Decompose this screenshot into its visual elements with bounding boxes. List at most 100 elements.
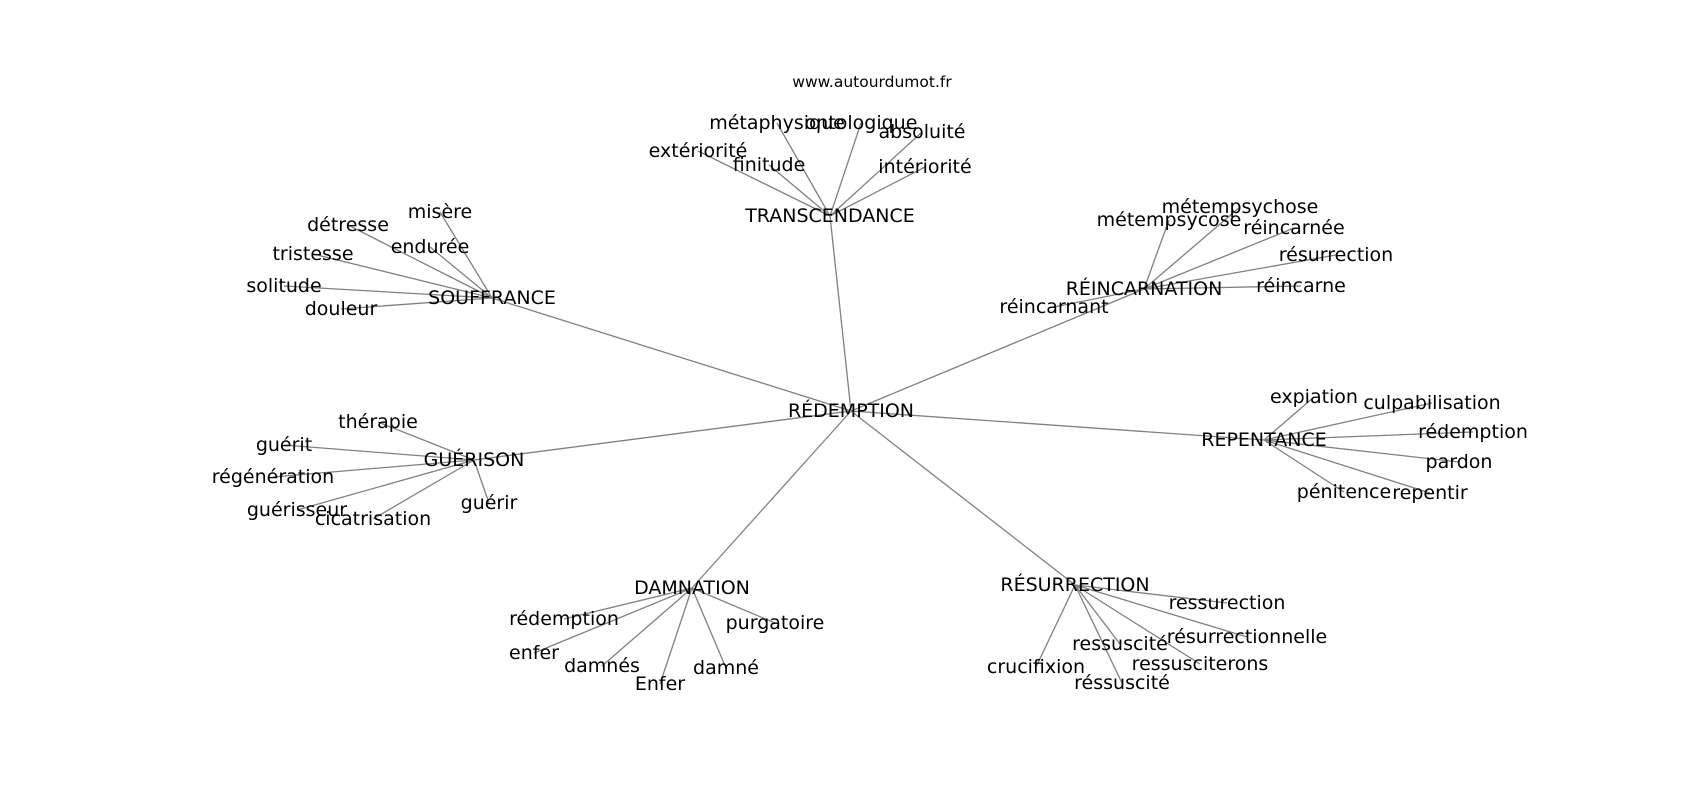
source-watermark: www.autourdumot.fr [792,73,952,91]
edge-transcendance-word [829,122,862,217]
edge-souffrance-word [283,285,493,299]
edge-resurrection-word [1074,584,1248,638]
word-node: pénitence [1297,481,1391,503]
edge-guerison-word [372,459,475,520]
word-node: pardon [1426,451,1493,473]
word-node: crucifixion [987,656,1085,678]
word-node: cicatrisation [315,508,431,530]
word-node: solitude [246,275,321,297]
edge-transcendance-word [768,164,831,217]
graph-labels: www.autourdumot.fr métaphysiqueontologiq… [212,73,1528,695]
edge-guerison-word [283,444,475,461]
edge-repentance-word [1263,402,1433,441]
word-node: métempsycose [1097,209,1242,231]
edge-resurrection-word [1074,584,1123,684]
word-node: réssuscité [1074,672,1170,694]
word-node: finitude [733,154,806,176]
edge-center-souffrance [491,297,852,412]
edge-repentance-word [1263,396,1315,441]
word-node: Enfer [635,673,685,695]
edge-resurrection-word [1074,584,1228,604]
edge-reincarnation-word [1143,206,1241,290]
edge-damnation-word [659,587,693,685]
edge-center-guerison [473,410,852,461]
word-node: extériorité [649,140,748,162]
edge-guerison-word [473,459,490,504]
word-node: réincarnée [1243,217,1344,239]
hub-node-souffrance: SOUFFRANCE [428,287,556,309]
edge-souffrance-word [347,224,493,299]
edge-damnation-word [691,587,776,624]
hub-node-transcendance: TRANSCENDANCE [744,205,915,227]
word-node: ressurection [1169,592,1286,614]
hub-node-damnation: DAMNATION [634,577,750,599]
word-node: ressuscité [1072,633,1168,655]
word-node: culpabilisation [1363,392,1500,414]
word-node: guérir [461,492,518,514]
hub-node-repentance: REPENTANCE [1201,429,1327,451]
word-node: damnés [564,655,640,677]
edge-transcendance-word [829,131,923,217]
center-node: RÉDEMPTION [788,399,914,422]
word-node: intériorité [878,156,971,178]
edge-center-transcendance [829,215,852,412]
word-node: enfer [509,642,559,664]
edge-reincarnation-word [1143,219,1170,290]
edge-damnation-word [601,587,693,667]
edge-guerison-word [377,421,475,461]
edge-souffrance-word [312,253,493,299]
edge-center-reincarnation [850,288,1145,412]
edge-repentance-word [1263,439,1460,463]
hub-node-resurrection: RÉSURRECTION [1000,573,1149,596]
word-node: métaphysique [709,112,845,134]
edge-reincarnation-word [1143,254,1337,290]
edge-transcendance-word [776,122,831,217]
hub-node-reincarnation: RÉINCARNATION [1066,277,1223,300]
edge-guerison-word [296,459,475,511]
word-node: détresse [307,214,389,236]
word-node: résurrection [1279,244,1393,266]
edge-transcendance-word [829,166,926,217]
word-node: ontologique [805,112,918,134]
edge-reincarnation-word [1143,285,1302,290]
edge-souffrance-word [429,246,493,299]
word-node: misère [408,201,472,223]
word-node: purgatoire [726,612,825,634]
edge-repentance-word [1263,439,1345,493]
word-node: réincarnant [999,296,1108,318]
edge-center-repentance [850,410,1265,441]
word-node: réincarne [1256,275,1346,297]
word-node: tristesse [272,243,353,265]
word-node: résurrectionnelle [1167,626,1327,648]
edge-reincarnation-word [1053,288,1145,308]
edge-damnation-word [691,587,727,669]
edge-repentance-word [1263,439,1431,494]
word-node: régénération [212,466,334,488]
edge-guerison-word [272,459,475,478]
edge-resurrection-word [1035,584,1076,668]
word-node: damné [693,657,759,679]
edge-damnation-word [563,587,693,620]
word-node: guérit [256,434,312,456]
edge-resurrection-word [1074,584,1121,645]
word-node: ressusciterons [1132,653,1269,675]
word-node: expiation [1270,386,1358,408]
word-node: endurée [391,236,470,258]
edge-souffrance-word [439,211,493,299]
edge-repentance-word [1263,431,1474,441]
word-node: douleur [305,298,378,320]
word-node: absoluité [879,121,966,143]
edge-transcendance-word [697,150,831,217]
edge-center-resurrection [850,410,1076,586]
word-node: rédemption [509,608,619,630]
word-node: guérisseur [247,499,347,521]
edge-reincarnation-word [1143,227,1295,290]
word-node: rédemption [1418,421,1528,443]
edge-center-damnation [691,410,852,589]
edge-damnation-word [533,587,693,654]
edge-souffrance-word [340,297,493,310]
word-node: métempsychose [1162,196,1319,218]
word-node: repentir [1392,482,1468,504]
word-node: thérapie [338,411,418,433]
